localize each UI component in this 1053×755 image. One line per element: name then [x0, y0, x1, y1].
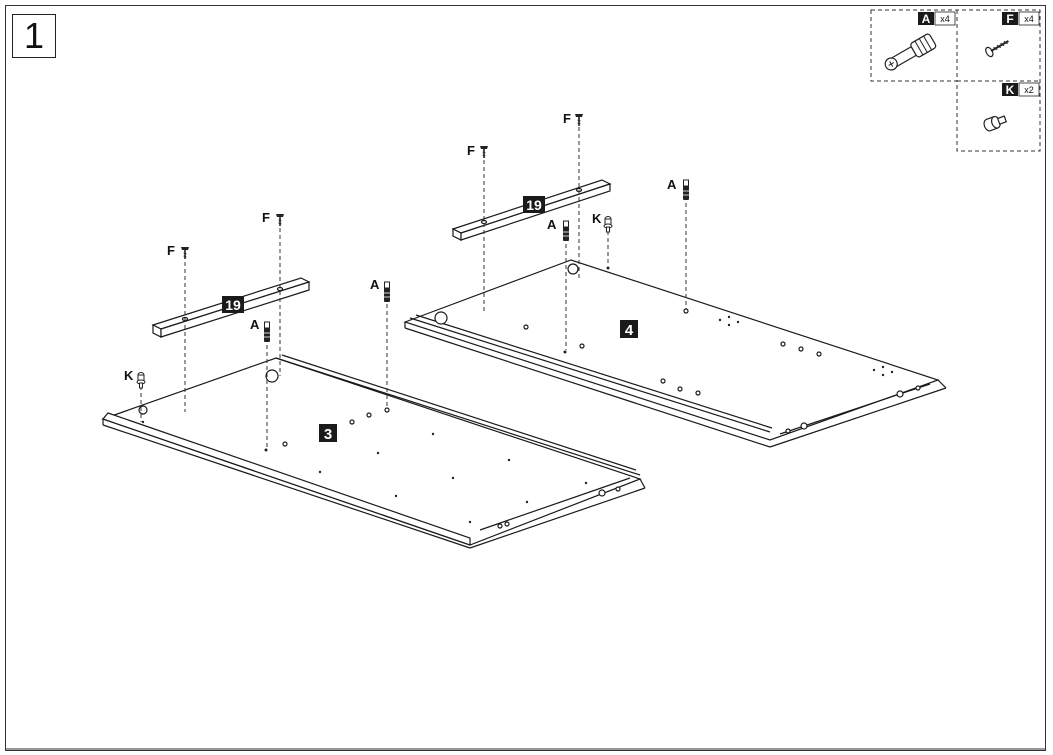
legend-item-a: A x4 — [884, 11, 956, 71]
label-f: F — [563, 111, 571, 126]
label-a: A — [250, 317, 260, 332]
step-number: 1 — [12, 14, 56, 58]
rail-19-right-label: 19 — [526, 197, 542, 213]
rail-19-left-label: 19 — [225, 297, 241, 313]
legend-item-k: K x2 — [983, 82, 1040, 132]
guide-lines — [140, 127, 687, 448]
label-f: F — [262, 210, 270, 225]
screw-icon — [985, 40, 1009, 58]
cam-lock-icon — [983, 115, 1008, 132]
screw-f-icon — [479, 145, 489, 159]
dowel-a-icon — [682, 179, 690, 201]
label-k: K — [124, 368, 134, 383]
cam-k-icon — [603, 216, 613, 233]
screw-f-icon — [180, 246, 190, 260]
rail-19-left-tag — [222, 296, 244, 313]
legend-item-f: F x4 — [985, 11, 1040, 58]
panel-4 — [403, 259, 947, 448]
legend-qty-f: x4 — [1024, 14, 1034, 24]
dowel-a-icon — [383, 281, 391, 303]
legend-qty-k: x2 — [1024, 85, 1034, 95]
screw-f-icon — [574, 113, 584, 127]
label-k: K — [592, 211, 602, 226]
panel-4-tag — [620, 320, 638, 338]
legend-letter-f: F — [1006, 12, 1013, 26]
screw-f-icon — [275, 213, 285, 227]
panel-3-label: 3 — [324, 426, 332, 443]
legend-qty-a: x4 — [940, 14, 950, 24]
parts-legend: A x4 F x4 — [870, 9, 1041, 152]
panel-3-tag — [319, 424, 337, 442]
diagram-frame — [5, 5, 1046, 751]
rail-19-right-tag — [523, 196, 545, 213]
panel-4-label: 4 — [625, 322, 634, 339]
fastener-labels: F F F F A A A A K K — [124, 111, 677, 383]
dowel-a-icon — [562, 220, 570, 242]
panel-3 — [101, 354, 646, 549]
legend-letter-k: K — [1006, 83, 1015, 97]
label-a: A — [547, 217, 557, 232]
label-f: F — [467, 143, 475, 158]
label-a: A — [370, 277, 380, 292]
dowel-a-icon — [263, 321, 271, 343]
cam-k-icon — [136, 372, 146, 389]
cam-dowel-icon — [884, 33, 937, 71]
legend-letter-a: A — [922, 12, 931, 26]
label-f: F — [167, 243, 175, 258]
label-a: A — [667, 177, 677, 192]
